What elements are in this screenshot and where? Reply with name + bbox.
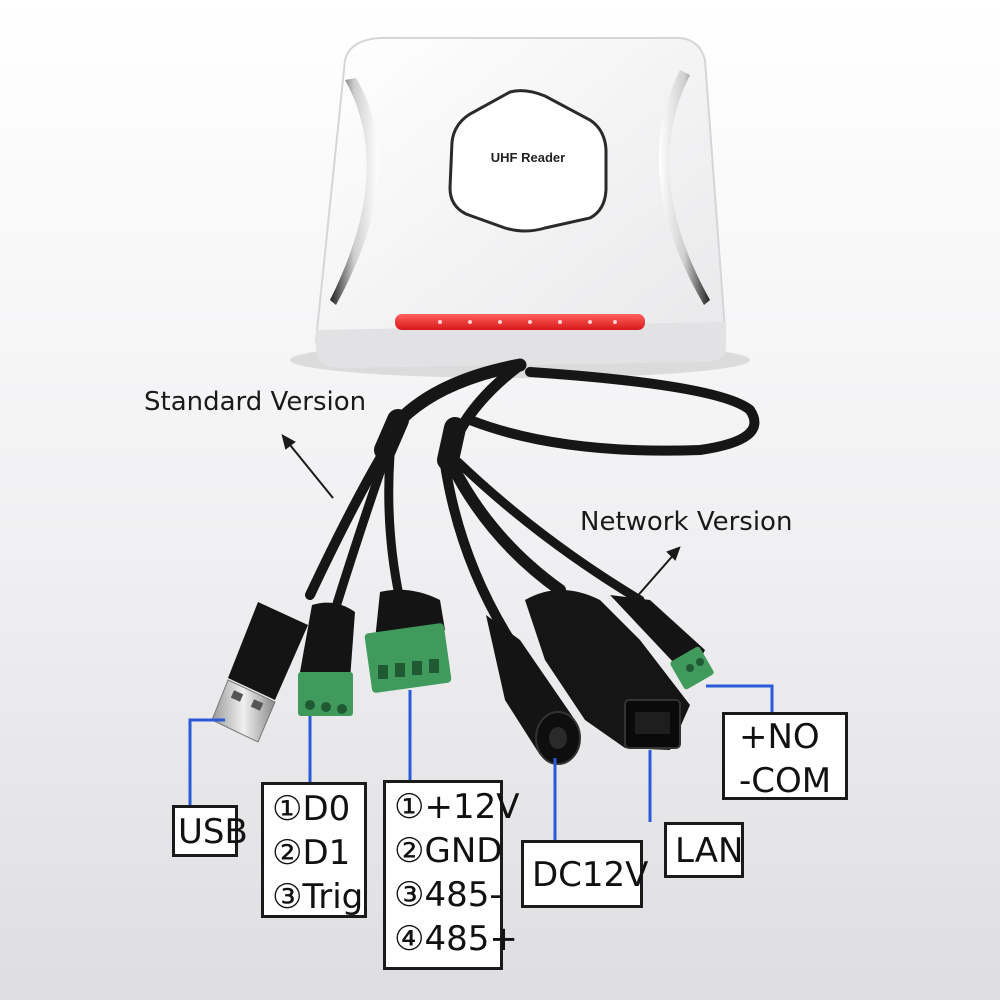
wiegand-label-box: ①D0 ②D1 ③Trig [261,782,367,918]
wiegand-terminal [298,602,355,716]
relay-terminal [610,595,714,690]
dc-jack-connector [486,615,581,765]
lan-label-box: LAN [664,822,744,878]
relay-no-label: +NO [739,717,820,757]
power-pin-4: ④485+ [394,919,518,959]
leader-lines [188,684,774,840]
dc-label: DC12V [532,855,649,895]
power-485-terminal [364,589,452,693]
standard-version-caption: Standard Version [144,387,367,417]
uhf-reader-device: UHF Reader [290,37,750,378]
usb-label: USB [178,812,248,852]
rj45-connector [525,590,690,750]
power-pin-3: ③485- [394,875,502,915]
wiegand-pin-2: ②D1 [272,833,351,873]
dc-label-box: DC12V [521,840,649,908]
power-pin-1: ①+12V [394,787,520,827]
power-485-label-box: ①+12V ②GND ③485- ④485+ [383,780,520,970]
network-version-caption: Network Version [580,507,793,537]
wiegand-pin-3: ③Trig [272,877,364,917]
usb-label-box: USB [172,805,248,857]
usb-connector [211,602,308,743]
relay-label-box: +NO -COM [722,712,848,801]
relay-com-label: -COM [739,761,832,801]
wiegand-pin-1: ①D0 [272,789,351,829]
cable-harness [305,358,760,645]
lan-label: LAN [675,831,744,871]
indicator-led-strip [395,314,645,330]
power-pin-2: ②GND [394,831,503,871]
device-label: UHF Reader [491,150,565,165]
caption-arrows [281,434,681,601]
